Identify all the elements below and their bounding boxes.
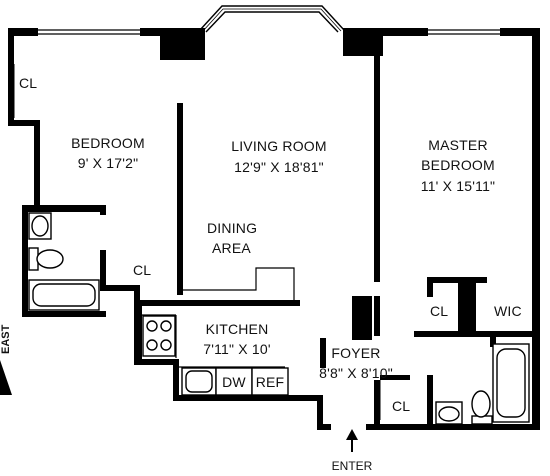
stove bbox=[142, 315, 176, 357]
dishwasher bbox=[215, 367, 253, 396]
wall-closet-bedroom-v bbox=[100, 205, 106, 215]
wall-kitchen-left bbox=[134, 300, 142, 365]
sink-bath-basin bbox=[31, 215, 49, 237]
wall-top-living-left bbox=[160, 28, 205, 60]
wall-foyer-left-v bbox=[317, 395, 323, 430]
wall-bath-left bbox=[22, 205, 28, 317]
bathtub-inner bbox=[32, 283, 96, 307]
master-bedroom-name-2: BEDROOM bbox=[421, 157, 495, 173]
wall-bath-bottom bbox=[22, 311, 106, 317]
wall-kitchen-right bbox=[320, 338, 326, 368]
entry-label: ENTER bbox=[332, 459, 373, 473]
wall-foyer-right-end bbox=[366, 424, 380, 430]
wall-top-master-right bbox=[500, 28, 540, 36]
master-bedroom-size: 11' X 15'11" bbox=[421, 178, 495, 194]
compass-label: EAST bbox=[0, 324, 12, 354]
burner-3 bbox=[146, 339, 158, 351]
wall-cl-notch bbox=[8, 120, 40, 126]
wall-top-bedroom bbox=[8, 28, 38, 36]
wall-left-bedroom bbox=[8, 28, 14, 126]
wall-master-bath-right bbox=[532, 337, 540, 430]
master-cl-label: CL bbox=[430, 303, 448, 319]
foyer-size: 8'8" X 8'10" bbox=[319, 365, 393, 381]
fixtures bbox=[28, 212, 530, 425]
wall-bedroom-bottom-step bbox=[134, 285, 140, 305]
wall-top-master bbox=[383, 28, 428, 36]
compass: EAST bbox=[0, 324, 12, 395]
wall-foyer-right-v bbox=[374, 380, 380, 430]
master-bathtub-inner bbox=[496, 348, 526, 418]
wall-bottom-bath bbox=[374, 424, 532, 430]
wall-living-master bbox=[374, 42, 380, 282]
entry-arrow-icon bbox=[346, 429, 358, 440]
foyer-name: FOYER bbox=[331, 345, 380, 361]
wall-master-closet-left bbox=[427, 277, 433, 297]
wall-kitchen-bottom bbox=[173, 395, 323, 401]
ref-label: REF bbox=[256, 374, 285, 390]
wall-kitchen-left-low bbox=[173, 359, 179, 401]
labels: CL BEDROOM 9' X 17'2" CL LIVING ROOM 12'… bbox=[19, 75, 522, 414]
wall-kitchen-step bbox=[134, 359, 179, 365]
bay-window-outer bbox=[199, 5, 345, 31]
wall-bath-top bbox=[22, 205, 106, 212]
kitchen-size: 7'11" X 10' bbox=[203, 341, 271, 357]
burner-2 bbox=[160, 320, 172, 332]
wall-bath-top-right bbox=[490, 337, 496, 347]
dining-area-line1: DINING bbox=[207, 220, 257, 236]
kitchen-sink-basin bbox=[185, 370, 213, 393]
wall-kitchen-top bbox=[140, 300, 300, 306]
living-room-size: 12'9" X 18'81" bbox=[234, 159, 324, 175]
bedroom-cl-top-label: CL bbox=[19, 75, 37, 91]
toilet-bowl-bath bbox=[36, 249, 64, 269]
compass-arrow-icon bbox=[0, 360, 12, 395]
thin-lines bbox=[13, 5, 500, 420]
walls bbox=[8, 28, 540, 430]
wall-bedroom-living bbox=[177, 103, 183, 295]
wall-foyer-left-end bbox=[317, 424, 331, 430]
wall-master-closet-top bbox=[427, 277, 487, 283]
master-toilet-bowl bbox=[471, 390, 491, 418]
wall-master-closet-mid bbox=[458, 277, 476, 337]
living-room-name: LIVING ROOM bbox=[231, 138, 327, 154]
wall-cl-notch-v bbox=[34, 120, 40, 212]
wall-bath-divider-top bbox=[380, 375, 410, 380]
wall-foyer-column bbox=[352, 296, 372, 340]
master-sink-basin bbox=[438, 406, 460, 422]
kitchen-name: KITCHEN bbox=[206, 321, 269, 337]
wall-master-closet-bottom bbox=[414, 331, 532, 337]
dw-label: DW bbox=[222, 374, 246, 390]
foyer-cl-label: CL bbox=[392, 398, 410, 414]
dining-counter bbox=[183, 267, 295, 306]
bedroom-size: 9' X 17'2" bbox=[78, 155, 139, 171]
bay-window-mid bbox=[202, 8, 342, 32]
wall-living-master-low bbox=[374, 296, 380, 336]
wall-bath-divider bbox=[427, 375, 433, 427]
refrigerator bbox=[251, 367, 289, 396]
entry: ENTER bbox=[332, 429, 373, 473]
bedroom-name: BEDROOM bbox=[71, 135, 145, 151]
wic-label: WIC bbox=[494, 303, 522, 319]
bay-window-inner bbox=[205, 11, 339, 33]
bedroom-cl-bottom-label: CL bbox=[133, 262, 151, 278]
wall-bath-right bbox=[100, 250, 106, 290]
dining-area-line2: AREA bbox=[212, 240, 251, 256]
wall-right bbox=[532, 28, 540, 343]
wall-bedroom-bottom bbox=[100, 285, 140, 291]
master-bedroom-name-1: MASTER bbox=[428, 137, 488, 153]
burner-1 bbox=[146, 320, 158, 332]
burner-4 bbox=[160, 339, 172, 351]
